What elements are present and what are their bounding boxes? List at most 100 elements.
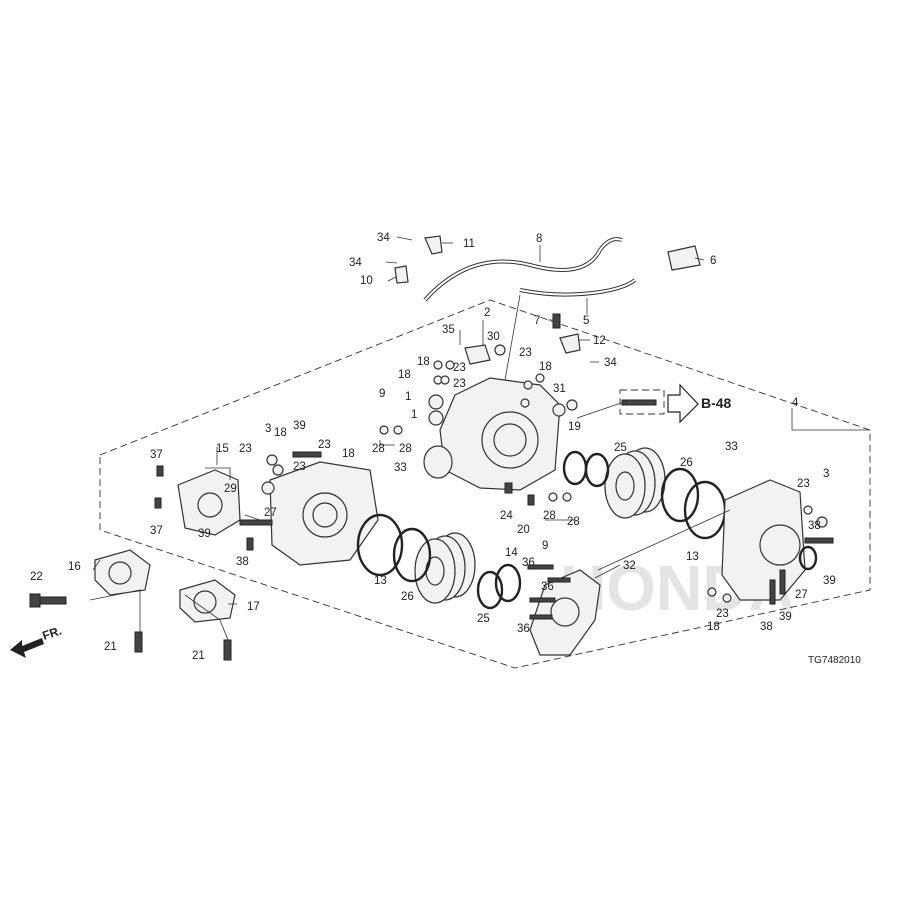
callout-5: 5 (583, 315, 589, 327)
callout-18-6: 18 (707, 621, 720, 633)
callout-37: 37 (150, 449, 163, 461)
bolt-22-head (29, 593, 41, 608)
callout-20: 20 (517, 524, 530, 536)
diagram-code: TG7482010 (808, 655, 861, 666)
callout-39-4: 39 (779, 611, 792, 623)
callout-23-8: 23 (716, 608, 729, 620)
callout-1: 1 (405, 391, 411, 403)
callout-26: 26 (401, 591, 414, 603)
callout-2: 2 (484, 307, 490, 319)
callout-16: 16 (68, 561, 81, 573)
callout-38-2: 38 (808, 520, 821, 532)
right-housing (721, 479, 806, 601)
ring-25-left (476, 570, 504, 610)
callout-21: 21 (104, 641, 117, 653)
callout-27: 27 (264, 507, 277, 519)
differential-case (439, 377, 561, 491)
callout-39: 39 (198, 528, 211, 540)
right-housing-bore (759, 524, 801, 566)
callout-23-6: 23 (519, 347, 532, 359)
callout-32: 32 (623, 560, 636, 572)
clutch-pack-left (414, 532, 476, 604)
callout-23-7: 23 (797, 478, 810, 490)
callout-23-3: 23 (318, 439, 331, 451)
callout-39-3: 39 (823, 575, 836, 587)
breather-tube-8-inner (424, 238, 623, 301)
callout-30: 30 (487, 331, 500, 343)
callout-23-5: 23 (453, 378, 466, 390)
callout-19: 19 (568, 421, 581, 433)
clip-12 (559, 333, 581, 354)
callout-13-2: 13 (686, 551, 699, 563)
left-housing-bore (302, 492, 348, 538)
callout-4: 4 (792, 397, 799, 409)
nuts-washers (261, 344, 828, 603)
callout-3-2: 3 (823, 468, 829, 480)
ref-label[interactable]: B-48 (701, 395, 732, 411)
callout-36-3: 36 (517, 623, 530, 635)
callout-37-2: 37 (150, 525, 163, 537)
bolt-22 (37, 596, 67, 605)
mount-16-bushing (108, 561, 132, 585)
callout-18-5: 18 (539, 361, 552, 373)
motor-bore (550, 597, 580, 627)
callout-labels: 1123345678991011121313141516171818181818… (30, 232, 836, 662)
ring-13-right (683, 480, 727, 540)
callout-31: 31 (553, 383, 566, 395)
mount-17 (179, 579, 236, 623)
callout-27-2: 27 (795, 589, 808, 601)
callout-36-2: 36 (541, 581, 554, 593)
callout-25: 25 (477, 613, 490, 625)
callout-23-2: 23 (293, 461, 306, 473)
sensor-2 (464, 344, 491, 365)
callout-24: 24 (500, 510, 513, 522)
callout-33: 33 (394, 462, 407, 474)
callout-1-2: 1 (411, 409, 417, 421)
mount-17-bushing (193, 590, 217, 614)
callout-34: 34 (377, 232, 390, 244)
callout-17: 17 (247, 601, 260, 613)
callout-13: 13 (374, 575, 387, 587)
callout-11: 11 (463, 238, 475, 250)
ring-26-left (392, 527, 432, 583)
case-flange (423, 445, 453, 479)
callout-18: 18 (274, 427, 287, 439)
left-housing-bore-inner (312, 502, 338, 528)
left-housing (269, 461, 379, 566)
callout-9: 9 (379, 388, 385, 400)
callout-34-2: 34 (349, 257, 362, 269)
assembly-boundary (99, 299, 871, 669)
bolt-21-right (223, 639, 232, 661)
leader-lines (89, 236, 870, 641)
callout-25-2: 25 (614, 442, 627, 454)
breather-cap-6 (667, 245, 701, 271)
ring-26-right (660, 467, 700, 523)
ref-arrow[interactable] (667, 383, 699, 424)
callout-28-2: 28 (399, 443, 412, 455)
ring-25-right-b (584, 452, 610, 488)
clip-11 (424, 235, 443, 255)
callout-23: 23 (239, 443, 252, 455)
ring-14 (494, 563, 522, 603)
seal-27-right (798, 545, 818, 571)
callout-3: 3 (265, 423, 271, 435)
callout-7: 7 (534, 315, 540, 327)
callout-22: 22 (30, 571, 43, 583)
callout-34-3: 34 (604, 357, 617, 369)
callout-38-3: 38 (760, 621, 773, 633)
callout-6: 6 (710, 255, 716, 267)
small-bolts (154, 399, 834, 620)
case-bore (481, 411, 539, 469)
clip-10 (394, 265, 409, 284)
callout-23-4: 23 (453, 362, 466, 374)
callout-9-2: 9 (542, 540, 548, 552)
callout-18-4: 18 (398, 369, 411, 381)
fr-arrow-icon (10, 638, 44, 658)
callout-28: 28 (372, 443, 385, 455)
callout-18-3: 18 (417, 356, 430, 368)
callout-35: 35 (442, 324, 455, 336)
ref-box (619, 389, 665, 415)
callout-33-2: 33 (725, 441, 738, 453)
